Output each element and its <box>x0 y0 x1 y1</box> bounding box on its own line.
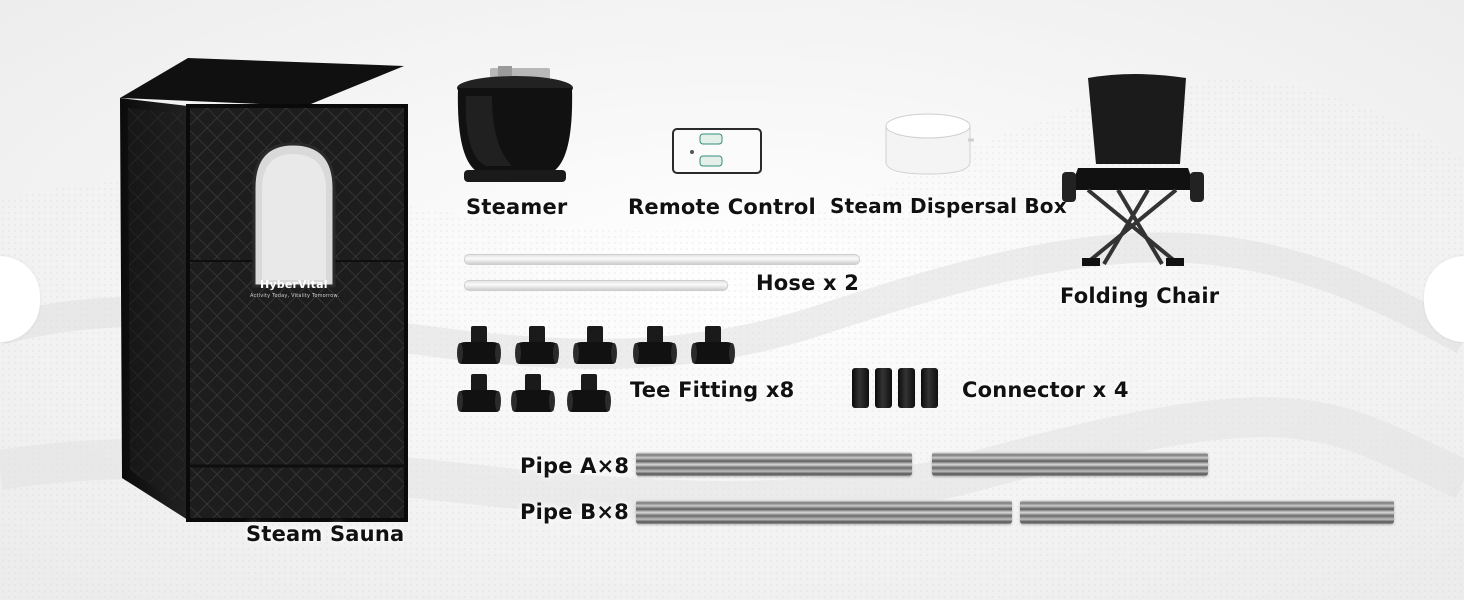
tee-fitting-image <box>573 326 617 364</box>
steam-dispersal-box-image <box>885 113 974 175</box>
brand-tagline: Activity Today, Vitality Tomorrow. <box>250 293 340 299</box>
pipe-a-image <box>932 452 1208 476</box>
connector-image <box>852 368 869 408</box>
folding-chair-image <box>1062 74 1204 266</box>
hose-label: Hose x 2 <box>756 271 860 295</box>
steamer-label: Steamer <box>466 195 568 219</box>
tee-fitting-label: Tee Fitting x8 <box>630 378 795 402</box>
remote-control-image <box>672 128 762 174</box>
tee-fitting-image <box>457 326 501 364</box>
connector-image <box>921 368 938 408</box>
tee-fitting-image <box>515 326 559 364</box>
remote-control-label: Remote Control <box>628 195 816 219</box>
brand-name: HyberVital <box>260 278 328 291</box>
connector-image <box>898 368 915 408</box>
tee-fitting-image <box>691 326 735 364</box>
tee-fitting-image <box>457 374 501 412</box>
hose-image-1 <box>464 254 860 265</box>
connector-label: Connector x 4 <box>962 378 1129 402</box>
pipe-b-image <box>636 500 1012 524</box>
tee-fitting-image <box>511 374 555 412</box>
steam-sauna-label: Steam Sauna <box>246 522 405 546</box>
connector-image <box>875 368 892 408</box>
pipe-a-label: Pipe A×8 <box>520 454 630 478</box>
hose-image-2 <box>464 280 728 291</box>
tee-fitting-image <box>633 326 677 364</box>
steam-dispersal-box-label: Steam Dispersal Box <box>830 194 1067 218</box>
folding-chair-label: Folding Chair <box>1060 284 1220 308</box>
steam-sauna-image <box>120 58 408 522</box>
tee-fitting-image <box>567 374 611 412</box>
pipe-a-image <box>636 452 912 476</box>
pipe-b-image <box>1020 500 1394 524</box>
steamer-image <box>457 66 573 182</box>
pipe-b-label: Pipe B×8 <box>520 500 629 524</box>
